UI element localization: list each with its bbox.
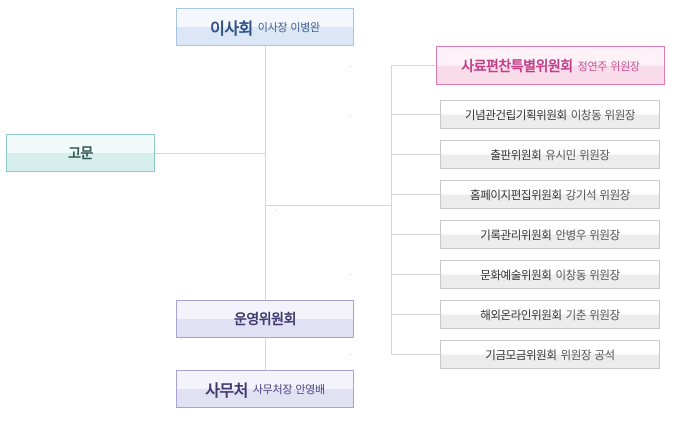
advisor-connector-line: [155, 153, 265, 154]
committee-name: 기념관건립기획위원회: [464, 107, 567, 122]
committee-name: 기록관리위원회: [480, 227, 552, 242]
branch-line-2: [391, 154, 440, 155]
committee-chair: 기춘 위원장: [565, 307, 621, 322]
board-title: 이사회: [210, 19, 253, 38]
committee-chair: 이창동 위원장: [555, 267, 620, 282]
decor-dot: [350, 115, 351, 116]
operations-committee-title: 운영위원회: [234, 312, 296, 328]
secretariat-subtitle: 사무처장 안영배: [252, 383, 325, 396]
branch-line-3: [391, 194, 440, 195]
branch-line-1: [391, 114, 440, 115]
compilation-committee-box[interactable]: 사료편찬특별위원회 정연주 위원장: [436, 46, 665, 85]
committee-name: 홈페이지편집위원회: [470, 187, 562, 202]
committee-name: 출판위원회: [490, 147, 542, 162]
compilation-committee-title: 사료편찬특별위원회: [461, 58, 573, 75]
committee-chair: 안병우 위원장: [555, 227, 620, 242]
committee-connector-line: [265, 205, 391, 206]
committee-chair: 위원장 공석: [560, 347, 616, 362]
advisor-title: 고문: [68, 146, 93, 162]
trunk-upper-line: [265, 46, 266, 300]
operations-committee-box[interactable]: 운영위원회: [176, 300, 354, 338]
trunk-lower-line: [265, 338, 266, 370]
committee-chair: 유시민 위원장: [545, 147, 610, 162]
branch-line-7: [391, 354, 440, 355]
committee-name: 해외온라인위원회: [480, 307, 562, 322]
committee-chair: 강기석 위원장: [565, 187, 631, 202]
committee-spine-line: [391, 65, 392, 355]
secretariat-title: 사무처: [205, 381, 248, 400]
decor-dot: [275, 210, 276, 211]
committee-name: 문화예술위원회: [480, 267, 552, 282]
branch-line-compilation: [391, 65, 436, 66]
committee-chair: 이창동 위원장: [570, 107, 636, 122]
decor-dot: [350, 274, 351, 275]
secretariat-box[interactable]: 사무처 사무처장 안영배: [176, 370, 354, 408]
decor-dot: [350, 66, 351, 67]
branch-line-6: [391, 314, 440, 315]
advisor-box[interactable]: 고문: [6, 134, 155, 172]
compilation-committee-subtitle: 정연주 위원장: [577, 59, 640, 73]
branch-line-5: [391, 274, 440, 275]
decor-dot: [350, 354, 351, 355]
board-box[interactable]: 이사회 이사장 이병완: [176, 8, 354, 46]
board-subtitle: 이사장 이병완: [257, 21, 320, 34]
committee-name: 기금모금위원회: [485, 347, 557, 362]
branch-line-4: [391, 234, 440, 235]
